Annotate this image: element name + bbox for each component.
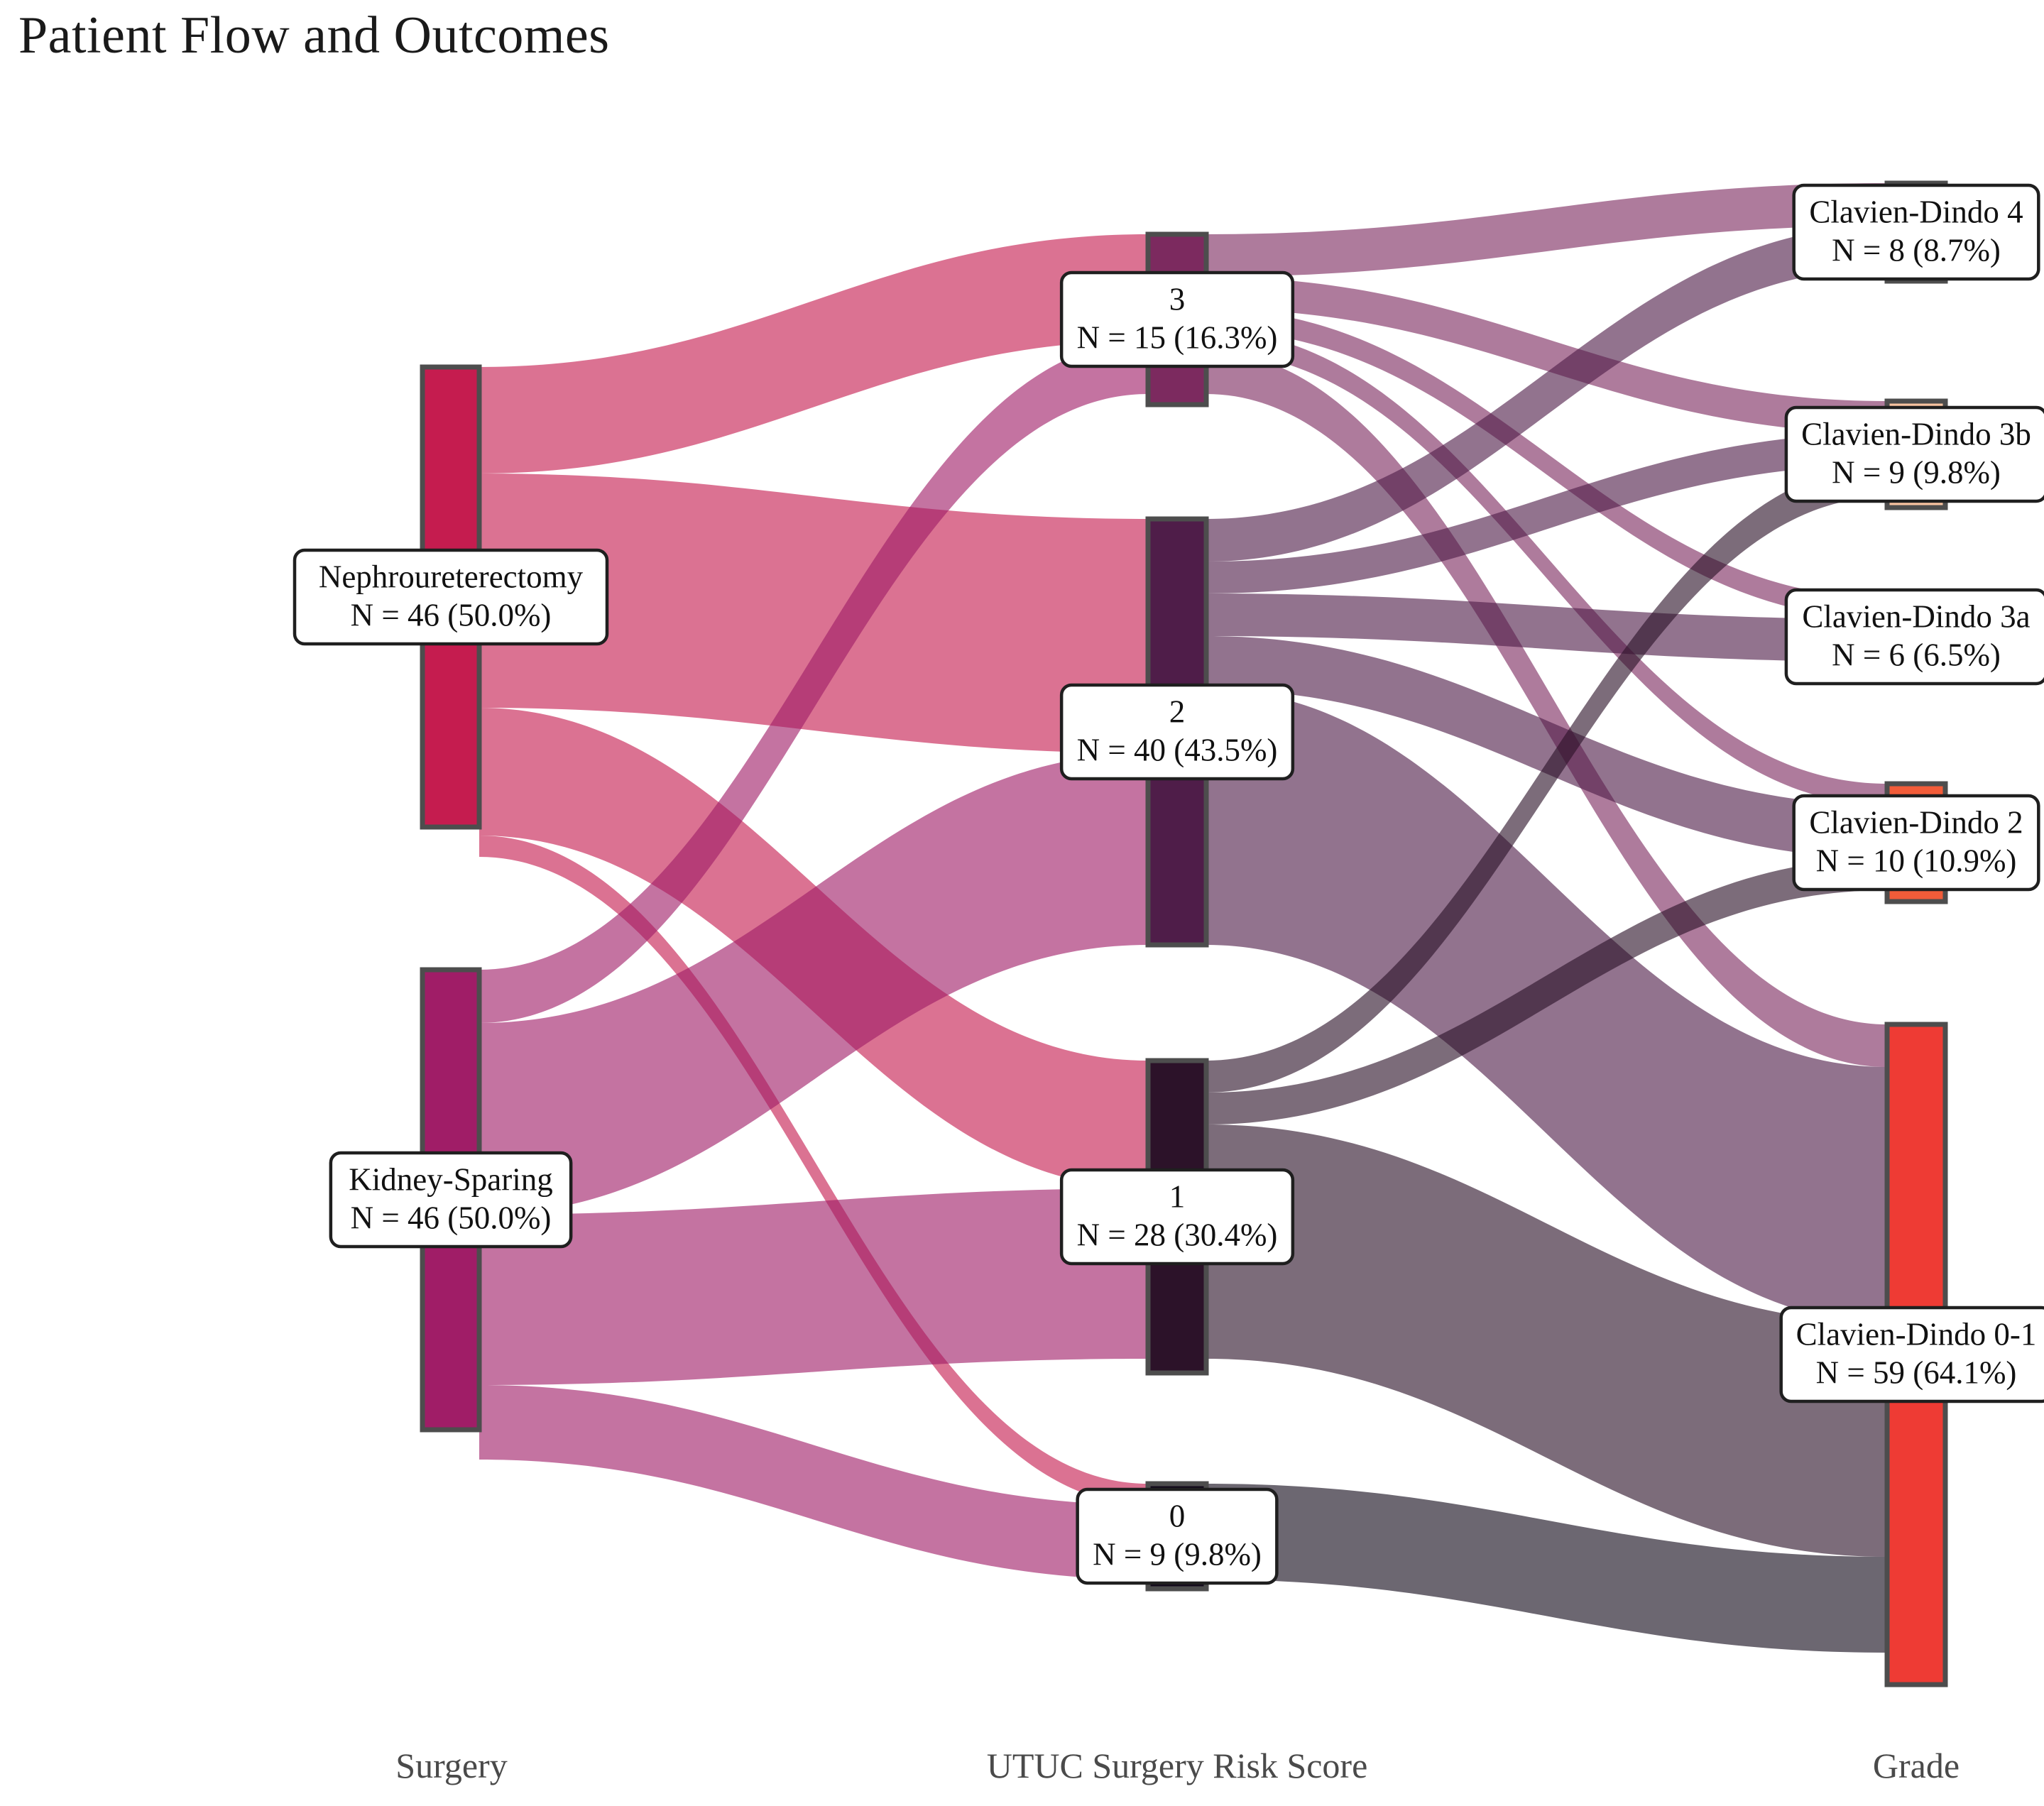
node-label-name: Clavien-Dindo 2	[1809, 805, 2023, 841]
node-label-cd3b: Clavien-Dindo 3bN = 9 (9.8%)	[1784, 405, 2044, 503]
node-label-value: N = 9 (9.8%)	[1832, 455, 2001, 491]
node-label-name: 1	[1169, 1179, 1186, 1215]
sankey-link[interactable]	[1206, 226, 1887, 562]
node-label-box	[1059, 683, 1295, 781]
sankey-link[interactable]	[1206, 433, 1887, 593]
node-label-r2: 2N = 40 (43.5%)	[1059, 683, 1295, 781]
stage-label-grade: Grade	[1873, 1746, 1960, 1785]
node-label-box	[1076, 1487, 1279, 1585]
node-label-box	[1779, 1306, 2044, 1403]
sankey-link[interactable]	[1206, 309, 1887, 619]
sankey-link[interactable]	[1206, 593, 1887, 662]
node-label-box	[1059, 1168, 1295, 1266]
node-label-value: N = 40 (43.5%)	[1077, 733, 1278, 768]
sankey-links-group	[479, 183, 1887, 1653]
node-label-value: N = 59 (64.1%)	[1816, 1355, 2017, 1391]
node-label-value: N = 28 (30.4%)	[1077, 1217, 1278, 1253]
node-label-name: Clavien-Dindo 3b	[1801, 417, 2031, 452]
node-label-name: Nephroureterectomy	[319, 559, 584, 595]
sankey-link[interactable]	[479, 1385, 1148, 1580]
node-label-value: N = 10 (10.9%)	[1816, 843, 2017, 879]
sankey-link[interactable]	[479, 234, 1148, 474]
node-label-cd4: Clavien-Dindo 4N = 8 (8.7%)	[1792, 183, 2040, 281]
node-label-r1: 1N = 28 (30.4%)	[1059, 1168, 1295, 1266]
node-label-name: 2	[1169, 694, 1186, 730]
stage-label-risk-score: UTUC Surgery Risk Score	[987, 1746, 1368, 1785]
sankey-link[interactable]	[1206, 636, 1887, 858]
node-label-value: N = 46 (50.0%)	[351, 1200, 552, 1236]
node-label-box	[1784, 405, 2044, 503]
sankey-link[interactable]	[1206, 351, 1887, 1067]
stage-axis-labels-group: Surgery UTUC Surgery Risk Score Grade	[395, 1746, 1960, 1785]
sankey-link[interactable]	[1206, 858, 1887, 1124]
sankey-link[interactable]	[1206, 277, 1887, 433]
page-title: Patient Flow and Outcomes	[18, 6, 610, 65]
node-label-name: Clavien-Dindo 4	[1809, 195, 2023, 230]
node-label-box	[1792, 183, 2040, 281]
node-label-box	[1784, 588, 2044, 686]
node-label-cd01: Clavien-Dindo 0-1N = 59 (64.1%)	[1779, 1306, 2044, 1403]
node-label-name: 0	[1169, 1499, 1186, 1534]
node-label-value: N = 46 (50.0%)	[351, 598, 552, 633]
node-label-r3: 3N = 15 (16.3%)	[1059, 270, 1295, 368]
sankey-link[interactable]	[1206, 1124, 1887, 1557]
sankey-link[interactable]	[1206, 1484, 1887, 1653]
stage-label-surgery: Surgery	[395, 1746, 507, 1785]
node-label-box	[1059, 270, 1295, 368]
sankey-link[interactable]	[479, 474, 1148, 753]
sankey-link[interactable]	[479, 1188, 1148, 1385]
node-label-name: 3	[1169, 282, 1186, 317]
node-label-value: N = 6 (6.5%)	[1832, 637, 2001, 673]
node-label-r0: 0N = 9 (9.8%)	[1076, 1487, 1279, 1585]
node-label-cd3a: Clavien-Dindo 3aN = 6 (6.5%)	[1784, 588, 2044, 686]
node-label-value: N = 9 (9.8%)	[1093, 1537, 1262, 1572]
sankey-link[interactable]	[479, 341, 1148, 1023]
node-label-box	[329, 1151, 573, 1249]
sankey-link[interactable]	[1206, 330, 1887, 805]
node-label-value: N = 15 (16.3%)	[1077, 320, 1278, 356]
node-label-name: Clavien-Dindo 0-1	[1796, 1317, 2037, 1352]
node-label-box	[293, 548, 609, 646]
node-label-name: Clavien-Dindo 3a	[1802, 599, 2030, 635]
node-label-box	[1792, 794, 2040, 892]
node-label-cd2: Clavien-Dindo 2N = 10 (10.9%)	[1792, 794, 2040, 892]
sankey-link[interactable]	[1206, 183, 1887, 277]
node-label-name: Kidney-Sparing	[349, 1162, 552, 1198]
sankey-link[interactable]	[479, 753, 1148, 1215]
sankey-link[interactable]	[479, 836, 1148, 1505]
sankey-link[interactable]	[1206, 465, 1887, 1093]
node-label-value: N = 8 (8.7%)	[1832, 233, 2001, 268]
